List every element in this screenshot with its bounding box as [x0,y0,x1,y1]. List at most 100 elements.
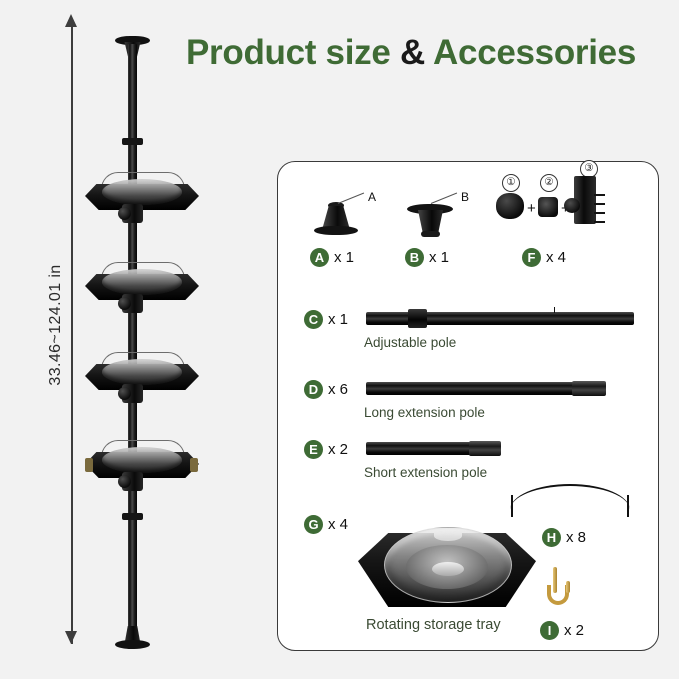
shelf-basket [102,447,182,473]
part-f-fin [594,203,605,206]
qty-b: x 1 [429,249,450,266]
dimension-arrow-down-icon [65,631,77,644]
shelf-unit [82,258,202,320]
desc-g: Rotating storage tray [366,617,501,633]
pole-foot-stem [124,626,141,643]
part-h-end-pin [627,495,629,517]
badge-d: D [304,380,323,399]
shelf-knob [118,475,131,488]
shelf-basket [102,359,182,385]
pole-top-cap [115,36,150,45]
qty-h: x 8 [566,529,587,546]
part-i-hook-illustration [544,567,584,615]
qty-e: x 2 [328,441,349,458]
part-b-foot [421,231,440,237]
desc-d: Long extension pole [364,405,485,420]
callout-label-a: A [368,190,377,204]
shelf-hook-clip [85,458,93,472]
part-f-collar [564,198,580,213]
part-f-cap [496,193,524,219]
badge-c: C [304,310,323,329]
hook-stem [553,567,557,593]
shelf-knob [118,387,131,400]
badge-b: B [405,248,424,267]
part-h-end-pin [511,495,513,517]
part-f-fin [594,194,605,197]
badge-g: G [304,515,323,534]
title-ampersand: & [399,33,425,72]
badge-a: A [310,248,329,267]
part-f-fin [594,221,605,224]
qty-c: x 1 [328,311,349,328]
part-c-lock-collar [408,309,427,328]
part-h-curved-rail [510,484,630,516]
pole-joint-ring [122,138,143,145]
part-d-socket [572,381,606,396]
shelf-knob [118,297,131,310]
callout-label-b: B [461,190,470,204]
shelf-basket [102,179,182,205]
part-c-pole [366,312,634,325]
pole-foot-base [115,640,150,649]
callout-leader-line [337,192,365,205]
callout-leader-line [430,192,458,205]
part-f-connector [574,176,596,224]
product-illustration [82,18,202,649]
dimension-arrow-up-icon [65,14,77,27]
qty-a: x 1 [334,249,355,266]
accessory-item-f: ① ② ③ + + Fx 4 [494,160,644,272]
shelf-unit [82,168,202,230]
hook-curve [547,585,569,605]
shelf-basket [102,269,182,295]
shelf-unit [82,348,202,410]
dimension-label: 33.46~124.01 in [47,264,64,386]
shelf-knob [118,207,131,220]
desc-c: Adjustable pole [364,335,457,350]
badge-h: H [542,528,561,547]
badge-e: E [304,440,323,459]
qty-i: x 2 [564,622,585,639]
qty-f: x 4 [546,249,567,266]
part-f-nut [538,197,558,217]
hook-tip [566,581,570,593]
part-a-illustration [328,202,344,209]
circled-number-1: ① [502,174,520,192]
desc-e: Short extension pole [364,465,488,480]
part-b-illustration [407,204,453,214]
part-a-base [314,226,358,235]
qty-g: x 4 [328,516,349,533]
badge-f: F [522,248,541,267]
part-e-socket [469,441,501,456]
tray-hub [432,562,464,576]
accessories-panel: A Ax 1 B Bx 1 ① ② ③ + + [277,160,659,651]
dimension-line [71,22,73,644]
pole-joint-ring [122,513,143,520]
part-d-pole [366,382,578,395]
part-c-tick-mark [554,307,556,313]
qty-d: x 6 [328,381,349,398]
shelf-hook-clip [190,458,198,472]
part-g-tray-illustration [358,515,536,611]
page-title: Product size & Accessories [186,33,636,73]
circled-number-2: ② [540,174,558,192]
pole-rod [128,44,137,640]
title-main: Product size [186,33,400,72]
part-e-pole [366,442,474,455]
